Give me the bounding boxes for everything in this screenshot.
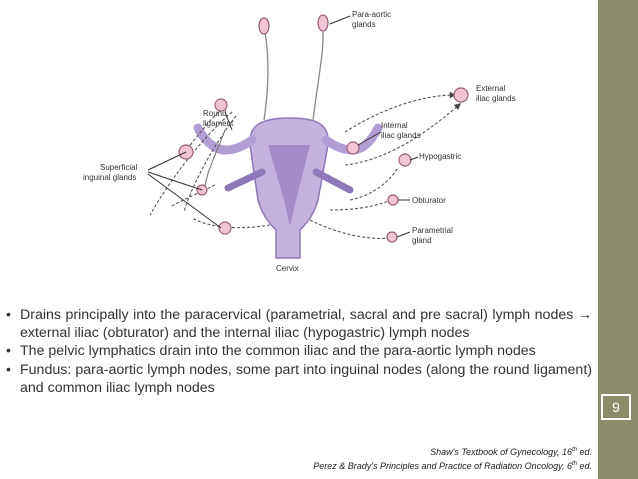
bullet-list: • Drains principally into the paracervic… <box>6 306 592 397</box>
label-superficial-inguinal-2: inguinal glands <box>83 173 136 182</box>
external-iliac-node <box>453 87 469 103</box>
reference-perez-brady: Perez & Brady's Principles and Practice … <box>313 461 592 471</box>
label-cervix: Cervix <box>276 264 299 273</box>
label-parametrial: Parametrial <box>412 226 453 235</box>
arrow-icon: → <box>577 307 592 323</box>
label-external-iliac-2: iliac glands <box>476 94 516 103</box>
internal-iliac-node <box>346 141 360 155</box>
bullet-text-2: The pelvic lymphatics drain into the com… <box>20 343 536 360</box>
inguinal-node-3 <box>218 221 232 235</box>
lymph-nodes <box>178 14 469 243</box>
label-round-ligament: Round <box>203 109 227 118</box>
bullet-item: • Fundus: para-aortic lymph nodes, some … <box>6 361 592 397</box>
label-internal-iliac: Internal <box>381 121 408 130</box>
lymphatic-paths <box>149 91 461 239</box>
left-fallopian-tube <box>193 123 257 155</box>
label-para-aortic: Para-aortic <box>352 10 391 19</box>
label-parametrial-2: gland <box>412 236 432 245</box>
label-hypogastric: Hypogastric <box>419 152 461 161</box>
bullet-text-1a: Drains principally into the paracervical… <box>20 307 578 323</box>
label-pointers <box>147 15 419 238</box>
bullet-text-3: Fundus: para-aortic lymph nodes, some pa… <box>20 361 592 396</box>
bullet-dot: • <box>6 307 11 323</box>
para-aortic-node-right <box>317 14 329 32</box>
label-para-aortic-2: glands <box>352 20 376 29</box>
lymphatic-drainage-diagram: Para-aortic glands External iliac glands… <box>83 10 516 273</box>
round-ligament-line <box>204 129 226 187</box>
round-ligament-node <box>214 98 228 112</box>
bullet-item: • Drains principally into the paracervic… <box>6 306 592 342</box>
bullet-dot: • <box>6 343 11 360</box>
label-external-iliac: External <box>476 84 506 93</box>
hypogastric-node <box>398 153 412 167</box>
left-ligament <box>224 168 266 192</box>
para-aortic-vessel-right <box>312 31 324 121</box>
parametrial-node <box>386 231 398 243</box>
sidebar-accent <box>598 0 638 479</box>
label-round-ligament-2: ligament <box>203 119 234 128</box>
para-aortic-node-left <box>258 17 270 35</box>
bullet-item: • The pelvic lymphatics drain into the c… <box>6 342 592 360</box>
uterine-cavity <box>268 145 310 226</box>
para-aortic-vessel-left <box>263 31 269 121</box>
page-number: 9 <box>601 394 631 420</box>
label-obturator: Obturator <box>412 196 446 205</box>
right-ligament <box>312 168 354 194</box>
bullet-dot: • <box>6 361 11 378</box>
reference-shaw: Shaw's Textbook of Gynecology, 16th ed. <box>430 447 592 457</box>
label-superficial-inguinal: Superficial <box>100 163 138 172</box>
label-internal-iliac-2: iliac glands <box>381 131 421 140</box>
bullet-text-1b: external iliac (obturator) and the inter… <box>20 325 470 342</box>
obturator-node <box>387 194 399 206</box>
